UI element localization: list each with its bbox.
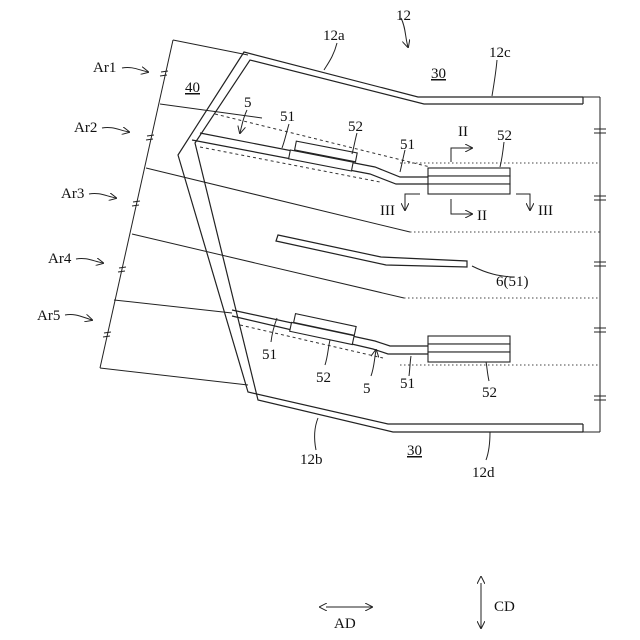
label-III-right: III	[538, 203, 553, 219]
label-ar2: Ar2	[74, 120, 97, 136]
outer-body	[178, 52, 583, 432]
leader-lines	[65, 18, 512, 460]
label-52-c: 52	[316, 370, 331, 386]
label-51-d: 51	[400, 376, 415, 392]
label-II-top: II	[458, 124, 468, 140]
label-51-a: 51	[280, 109, 295, 125]
label-ar1: Ar1	[93, 60, 116, 76]
break-marks-left	[103, 71, 168, 337]
label-ad: AD	[334, 616, 356, 632]
label-40: 40	[185, 80, 200, 96]
label-6-51: 6(51)	[496, 274, 529, 290]
label-5-top: 5	[244, 95, 252, 111]
label-II-bottom: II	[477, 208, 487, 224]
label-ar5: Ar5	[37, 308, 60, 324]
label-52-b: 52	[497, 128, 512, 144]
label-12b: 12b	[300, 452, 323, 468]
label-12d: 12d	[472, 465, 495, 481]
label-12: 12	[396, 8, 411, 24]
area-scale-left	[100, 40, 410, 385]
label-51-c: 51	[262, 347, 277, 363]
middle-channel	[276, 235, 467, 267]
label-51-b: 51	[400, 137, 415, 153]
label-52-a: 52	[348, 119, 363, 135]
label-30-bottom: 30	[407, 443, 422, 459]
label-12a: 12a	[323, 28, 345, 44]
label-30-top: 30	[431, 66, 446, 82]
label-12c: 12c	[489, 45, 511, 61]
label-cd: CD	[494, 599, 515, 615]
label-ar3: Ar3	[61, 186, 84, 202]
label-ar4: Ar4	[48, 251, 72, 267]
label-5-bottom: 5	[363, 381, 371, 397]
label-52-d: 52	[482, 385, 497, 401]
label-III-left: III	[380, 203, 395, 219]
